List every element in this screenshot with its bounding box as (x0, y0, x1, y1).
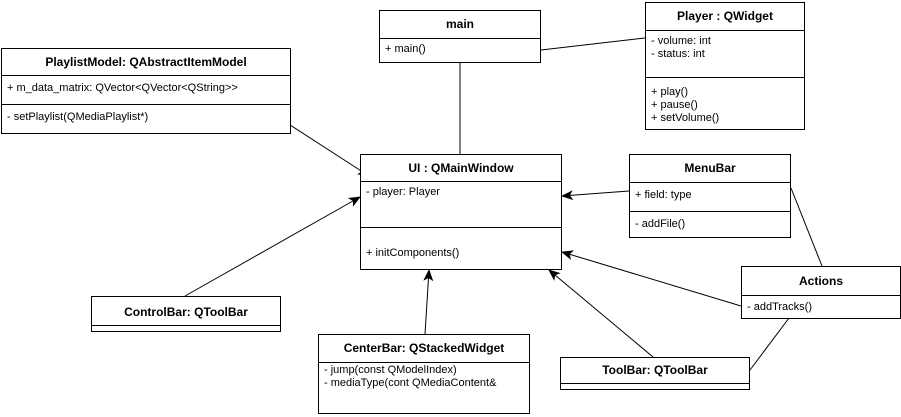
class-playlist-model: PlaylistModel: QAbstractItemModel + m_da… (1, 48, 291, 134)
class-player-name: Player : QWidget (677, 9, 773, 23)
class-actions-attribute: - addTracks() (747, 301, 812, 313)
class-main: main + main() (379, 10, 541, 63)
class-player-attribute: - volume: int (651, 35, 711, 47)
class-player-methods: + play() + pause() + setVolume() (646, 77, 804, 129)
class-player-method: + setVolume() (651, 112, 720, 124)
class-toolbar: ToolBar: QToolBar (560, 357, 750, 390)
class-player-method: + pause() (651, 99, 698, 111)
class-playlist-model-methods: - setPlaylist(QMediaPlaylist*) (2, 104, 290, 133)
class-controlbar-body (92, 325, 280, 331)
class-ui-name: UI : QMainWindow (408, 161, 514, 175)
class-playlist-model-name: PlaylistModel: QAbstractItemModel (45, 55, 247, 69)
class-controlbar: ControlBar: QToolBar (91, 296, 281, 332)
class-ui-attributes: - player: Player (361, 181, 561, 227)
class-ui-method: + initComponents() (366, 247, 460, 259)
class-ui-attribute: - player: Player (366, 186, 440, 198)
class-menubar-methods: - addFile() (630, 211, 790, 237)
class-main-method: + main() (385, 43, 426, 55)
class-centerbar-attribute: - jump(const QModelIndex) (324, 364, 457, 376)
class-main-name: main (445, 17, 474, 31)
class-actions: Actions - addTracks() (741, 266, 901, 319)
class-centerbar-attributes: - jump(const QModelIndex) - mediaType(co… (319, 362, 529, 413)
class-player-attributes: - volume: int - status: int (646, 30, 804, 77)
class-ui: UI : QMainWindow - player: Player + init… (360, 154, 562, 270)
class-playlist-model-attributes: + m_data_matrix: QVector<QVector<QString… (2, 75, 290, 104)
arrow-toolbar-ui (548, 269, 654, 358)
class-player-attribute: - status: int (651, 48, 705, 60)
class-playlist-model-attribute: + m_data_matrix: QVector<QVector<QString… (7, 82, 238, 94)
class-menubar-method: - addFile() (635, 218, 686, 230)
class-main-methods: + main() (380, 38, 540, 64)
class-menubar: MenuBar + field: type - addFile() (629, 154, 791, 238)
arrow-menubar-ui (561, 190, 630, 201)
link-main-player (540, 37, 646, 51)
class-controlbar-name: ControlBar: QToolBar (124, 305, 248, 319)
class-centerbar-attribute: - mediaType(cont QMediaContent& (324, 377, 497, 389)
class-actions-name: Actions (798, 274, 843, 288)
class-menubar-attribute: + field: type (635, 189, 692, 201)
class-playlist-model-method: - setPlaylist(QMediaPlaylist*) (7, 111, 149, 123)
arrow-playlist-ui (286, 122, 370, 177)
arrow-actions-ui (561, 250, 742, 307)
class-player-method: + play() (651, 86, 688, 98)
class-menubar-attributes: + field: type (630, 182, 790, 211)
class-player: Player : QWidget - volume: int - status:… (645, 2, 805, 130)
class-toolbar-body (561, 383, 749, 389)
arrow-controlbar-ui (184, 196, 361, 297)
class-menubar-name: MenuBar (684, 161, 736, 175)
class-actions-attributes: - addTracks() (742, 295, 900, 318)
class-ui-methods: + initComponents() (361, 227, 561, 269)
arrow-centerbar-ui (423, 269, 434, 335)
link-actions-toolbar (749, 317, 790, 371)
class-toolbar-name: ToolBar: QToolBar (602, 363, 708, 377)
class-centerbar-name: CenterBar: QStackedWidget (343, 341, 505, 355)
link-menubar-actions (790, 187, 823, 267)
class-centerbar: CenterBar: QStackedWidget - jump(const Q… (318, 334, 530, 414)
